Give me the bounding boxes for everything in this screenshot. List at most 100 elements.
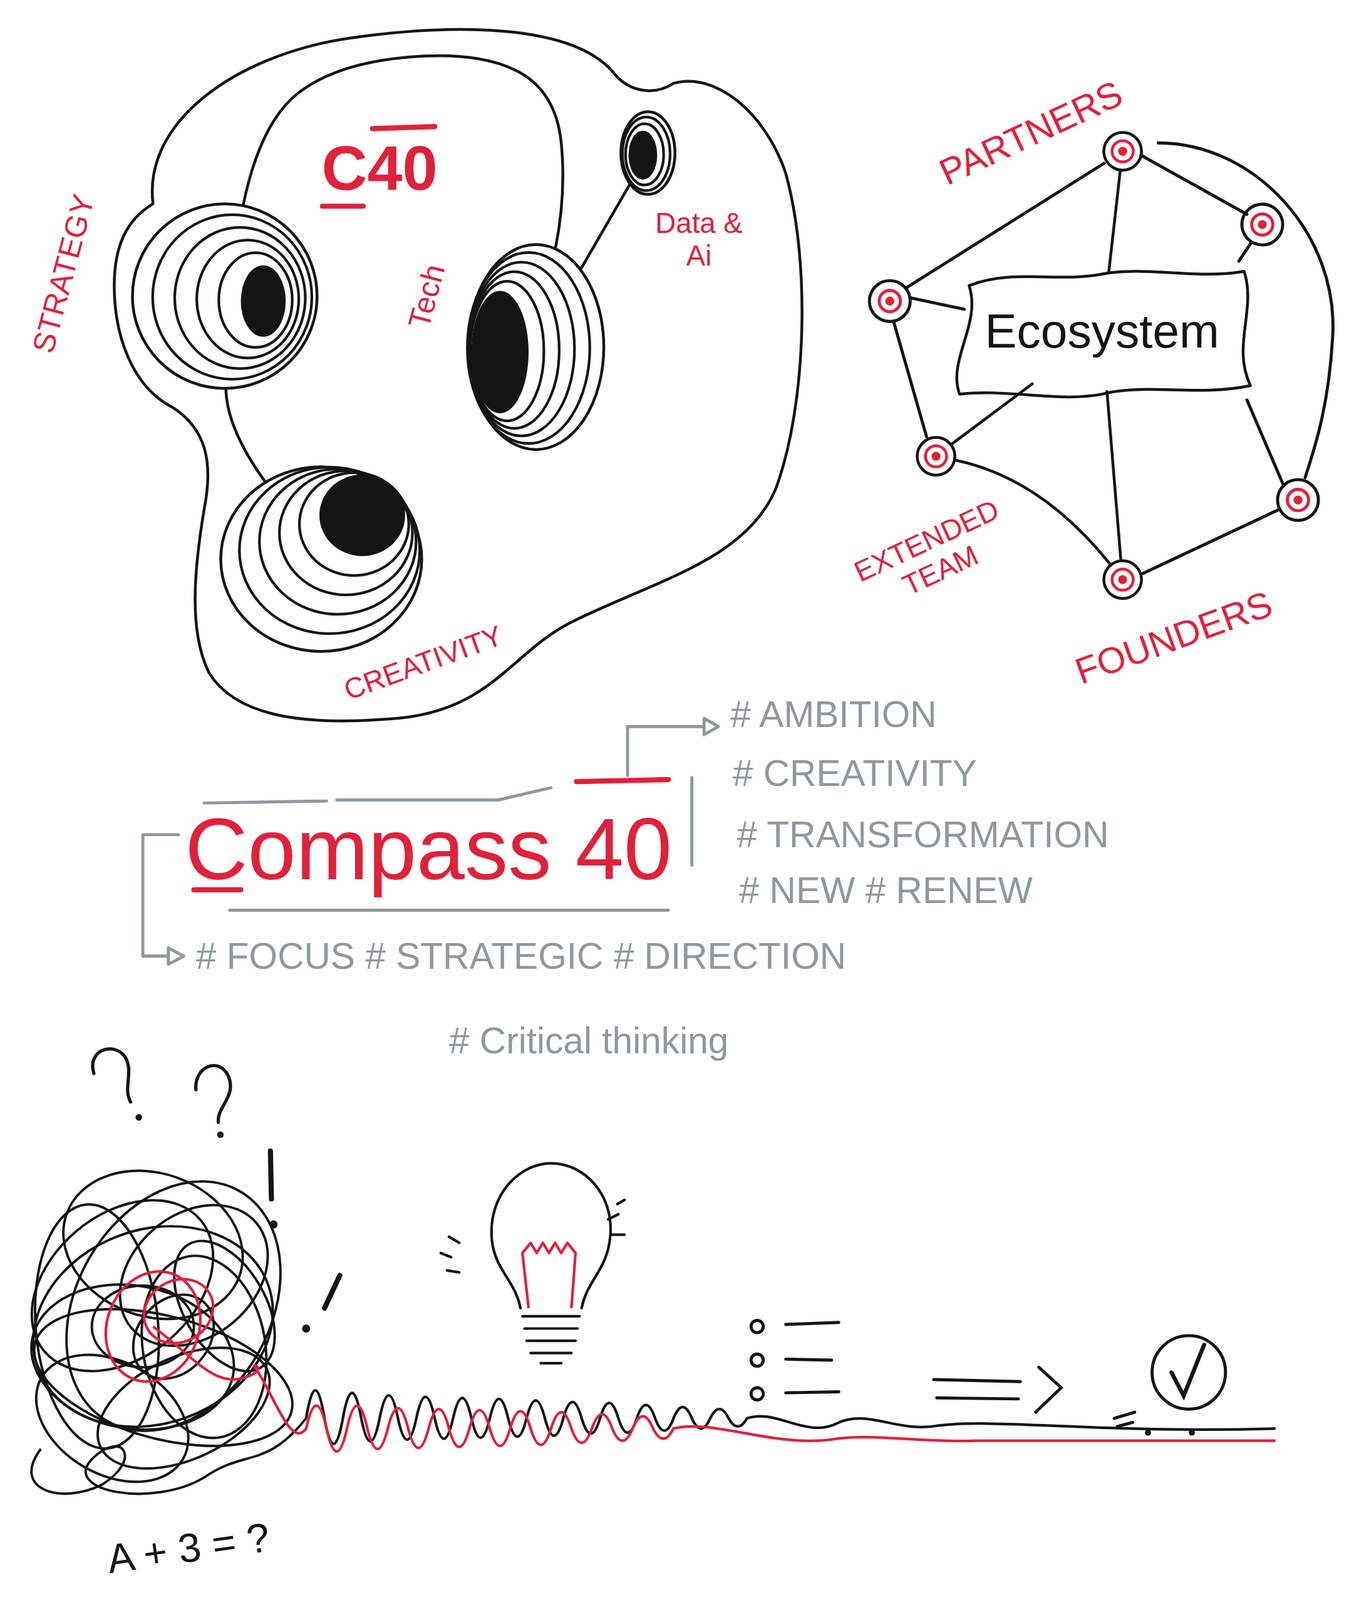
bracket-line <box>204 801 327 803</box>
founder-node: FOUNDERS <box>1102 559 1143 600</box>
scribble-tail <box>31 1418 307 1494</box>
confusion-scribble <box>0 1142 324 1509</box>
network-satellites <box>869 204 1319 521</box>
dot-outline <box>1103 132 1142 170</box>
spiral-outline <box>467 244 604 450</box>
bracket-arrow <box>142 834 179 957</box>
spiral-ring <box>468 262 575 437</box>
satellite-core <box>1293 495 1303 505</box>
path-wave <box>254 1367 1276 1452</box>
dot-outline <box>916 437 955 475</box>
scribble-loop <box>132 1266 225 1356</box>
spiral-ring <box>470 281 544 421</box>
confusion-thread <box>90 1258 259 1396</box>
data-ai-spiral-outline <box>619 110 677 197</box>
spiral-ring <box>469 271 560 429</box>
satellite-core <box>885 296 895 306</box>
mark-dots <box>135 1114 311 1333</box>
spiral-rings <box>152 117 671 634</box>
spiral-ring <box>239 467 420 634</box>
spiral-core <box>628 130 658 180</box>
spiral-core <box>319 474 406 557</box>
ecosystem-blob: Ecosystem <box>943 259 1261 403</box>
network-link <box>1238 242 1252 262</box>
hashtag-label: # CREATIVITY <box>732 752 977 795</box>
scribble-loop <box>23 1142 324 1470</box>
spiral-ring <box>174 227 306 369</box>
data-ai-spiral: Data & Ai <box>619 110 677 197</box>
brand-title: Compass 40 <box>185 805 672 893</box>
network-link <box>893 322 927 437</box>
pillar-label: Tech <box>401 259 453 332</box>
scribble-tail <box>152 1326 259 1380</box>
network-link <box>911 298 965 310</box>
network-link <box>1141 155 1247 215</box>
network-label: FOUNDERS <box>1069 582 1278 693</box>
bracket-line <box>229 908 669 912</box>
bulb-filament <box>522 1243 576 1309</box>
spiral-ring <box>259 469 416 615</box>
spiral-ring <box>218 253 292 348</box>
tech-spiral-outline <box>466 242 606 451</box>
scribble-loop <box>5 1193 302 1460</box>
partner-node-outline <box>1102 130 1143 172</box>
lightbulb <box>440 1163 625 1364</box>
equation-note: A + 3 = ? <box>104 1514 274 1584</box>
list-lines <box>785 1322 840 1393</box>
question-mark <box>92 1049 131 1103</box>
spiral-outline <box>132 203 317 389</box>
spiral-outline <box>621 111 676 195</box>
mark-dot <box>1188 1429 1195 1437</box>
speed-dashes <box>1114 1412 1135 1427</box>
arrow-head <box>703 718 719 735</box>
dot-core <box>1111 569 1133 591</box>
c40-cluster: C40STRATEGYData & AiTechCREATIVITY <box>71 15 817 730</box>
double-arrow <box>933 1367 1062 1413</box>
plan-list <box>750 1320 1226 1427</box>
dot-core <box>1117 146 1127 156</box>
network-link <box>906 163 1105 289</box>
spiral-ring <box>625 124 664 186</box>
underline-mark <box>322 203 364 209</box>
creativity-spiral-outline <box>219 465 424 654</box>
scribble-loop <box>153 1223 296 1389</box>
overbar-mark <box>576 779 669 782</box>
strategy-spiral-outline <box>130 202 319 391</box>
question-marks <box>92 1049 341 1309</box>
bracket-lines <box>142 718 719 965</box>
c40-cluster-outline <box>71 15 817 730</box>
bracket-line <box>336 787 552 801</box>
overbar-mark <box>372 126 435 129</box>
mark-dot <box>301 1324 311 1333</box>
spiral-ring <box>622 117 671 191</box>
check-mark <box>1171 1345 1204 1396</box>
check-circle <box>1152 1335 1226 1410</box>
hashtag-label: # TRANSFORMATION <box>736 813 1109 856</box>
spiral-ring <box>196 239 299 358</box>
scribble-loop <box>116 1278 231 1396</box>
satellite-node <box>1241 204 1283 245</box>
dot-core <box>1111 140 1133 162</box>
list-bullet <box>750 1387 764 1401</box>
ecosystem-title: Ecosystem <box>984 303 1219 359</box>
hashtag-label: # FOCUS # STRATEGIC # DIRECTION <box>196 935 847 977</box>
scribble-loop <box>78 1323 289 1494</box>
mark-dot <box>217 1131 224 1138</box>
dot-core <box>931 451 941 461</box>
dot-core <box>925 445 947 467</box>
dot-core <box>1117 574 1127 584</box>
arrow-head <box>168 948 184 965</box>
satellite-core <box>1251 214 1274 236</box>
exclamation-mark <box>270 1151 272 1200</box>
creativity-spiral: CREATIVITY <box>219 465 424 654</box>
scribble-loop <box>42 1146 265 1344</box>
spiral-ring <box>152 214 312 380</box>
satellite-core <box>1257 219 1267 229</box>
mark-dot <box>135 1114 142 1121</box>
bracket-arrow <box>627 726 704 776</box>
network-label: PARTNERS <box>932 72 1129 194</box>
mark-dot <box>269 1220 278 1229</box>
partner-node: PARTNERS <box>1102 130 1143 172</box>
pillar-label: Data & Ai <box>648 206 751 273</box>
team-node-outline <box>915 435 957 477</box>
